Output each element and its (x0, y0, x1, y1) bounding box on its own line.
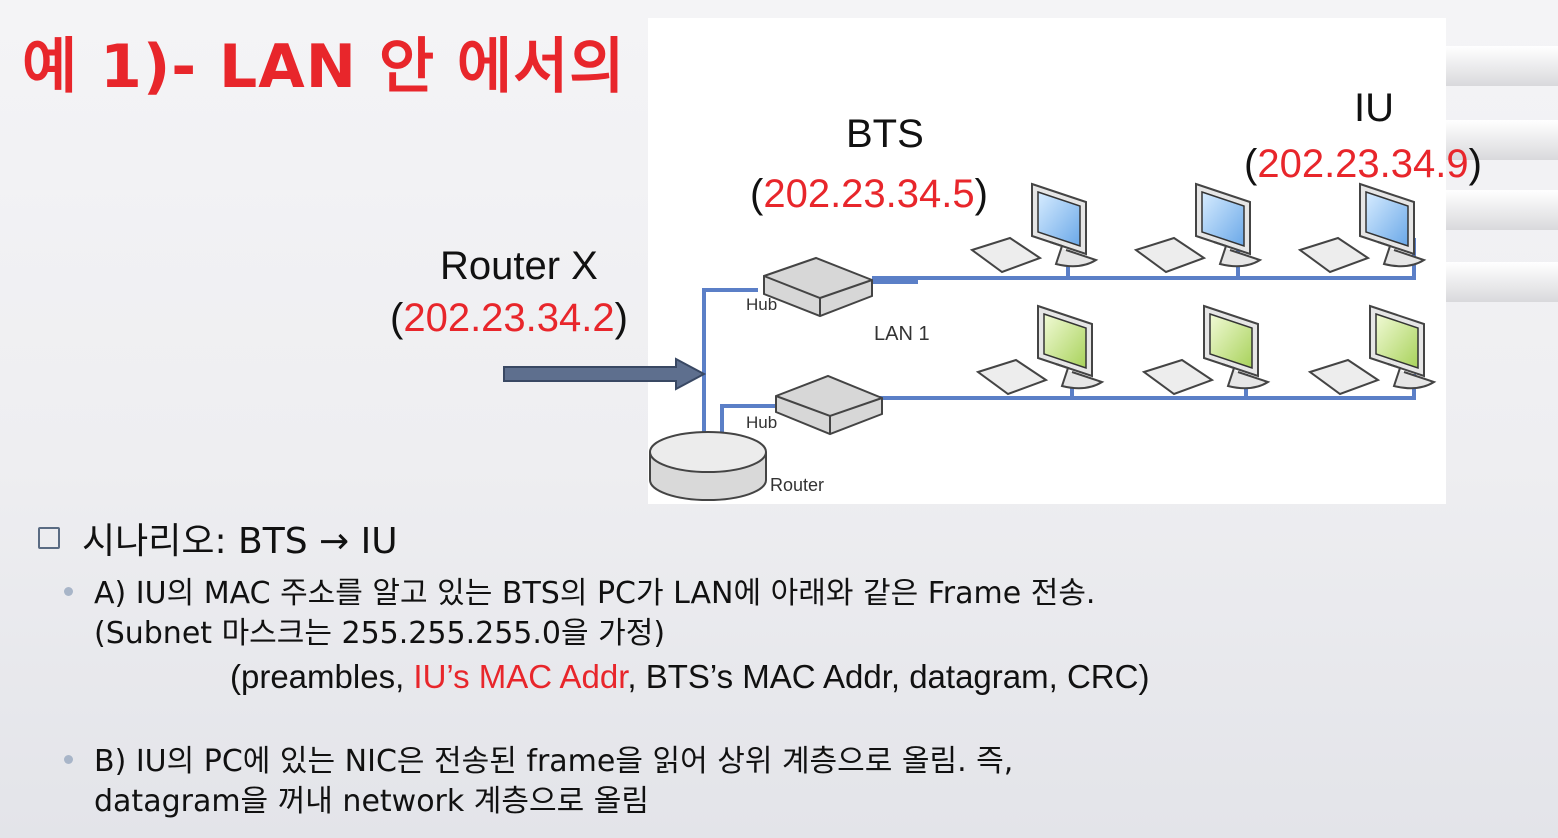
lan-diagram-svg: Router Hub Hub LAN 1 (648, 18, 1446, 504)
iu-ip: (202.23.34.9) (1244, 142, 1482, 186)
item-b-line2: datagram을 꺼내 network 계층으로 올림 (94, 784, 649, 819)
hub-icon (775, 374, 883, 436)
pc-icon (1133, 182, 1263, 274)
square-bullet-icon (38, 527, 60, 549)
router-label: Router (770, 475, 824, 495)
item-b-line1: B) IU의 PC에 있는 NIC은 전송된 frame을 읽어 상위 계층으로… (94, 744, 1014, 779)
hub-label: Hub (746, 413, 777, 432)
right-arrow-icon (503, 357, 707, 391)
dot-bullet-icon (64, 587, 73, 596)
router-x-label: Router X (440, 244, 598, 288)
scenario-label: 시나리오: BTS → IU (82, 521, 398, 562)
hub-icon (763, 256, 873, 318)
item-a-line2: (Subnet 마스크는 255.255.255.0을 가정) (94, 616, 666, 651)
bullet-item-a: A) IU의 MAC 주소를 알고 있는 BTS의 PC가 LAN에 아래와 같… (38, 574, 1518, 654)
pc-icon (975, 304, 1105, 396)
bullet-item-b: B) IU의 PC에 있는 NIC은 전송된 frame을 읽어 상위 계층으로… (38, 742, 1518, 822)
lan-label: LAN 1 (874, 323, 930, 345)
pc-icon (1141, 304, 1271, 396)
bts-ip: (202.23.34.5) (750, 172, 988, 216)
decorative-band (1446, 262, 1558, 302)
pc-icon (1307, 304, 1437, 396)
bts-label: BTS (846, 112, 924, 156)
diagram-background (648, 18, 1446, 504)
hub-label: Hub (746, 295, 777, 314)
frame-structure: (preambles, IU’s MAC Addr, BTS’s MAC Add… (230, 658, 1150, 695)
page-title: 예 1)- LAN 안 에서의 전송 (22, 32, 760, 102)
frame-dest-addr: IU’s MAC Addr (413, 658, 628, 695)
scenario-section: 시나리오: BTS → IU A) IU의 MAC 주소를 알고 있는 BTS의… (38, 512, 1518, 822)
scenario-heading: 시나리오: BTS → IU (38, 512, 1518, 564)
router-x-ip: (202.23.34.2) (390, 296, 628, 340)
decorative-band (1446, 190, 1558, 230)
item-a-line1: A) IU의 MAC 주소를 알고 있는 BTS의 PC가 LAN에 아래와 같… (94, 576, 1096, 611)
pc-icon-iu (1297, 182, 1427, 274)
decorative-band (1446, 46, 1558, 86)
dot-bullet-icon (64, 755, 73, 764)
network-diagram: Router Hub Hub LAN 1 (648, 18, 1446, 504)
pc-icon-bts (969, 182, 1099, 274)
iu-label: IU (1354, 86, 1394, 130)
decorative-band (1446, 120, 1558, 160)
router-icon (649, 431, 767, 501)
